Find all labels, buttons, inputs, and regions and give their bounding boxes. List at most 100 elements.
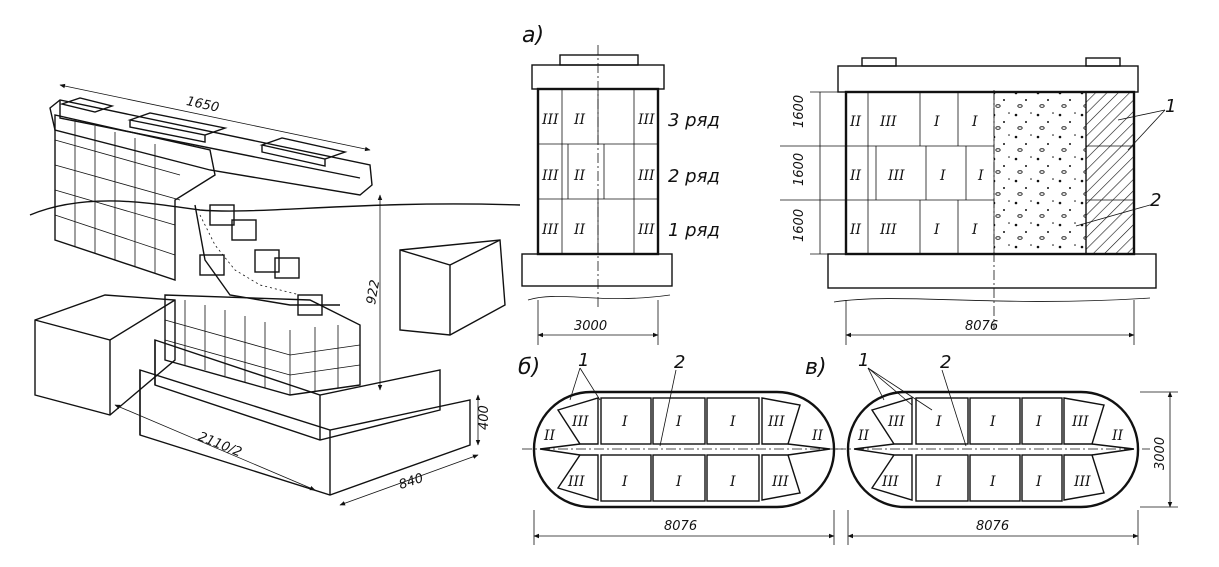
- plan-v-callout-2: 2: [940, 352, 951, 373]
- row-height-2: 1600: [792, 153, 807, 186]
- dim-line-1650: [59, 83, 371, 152]
- plan-v-cell: I: [935, 474, 942, 490]
- front-cell: II: [573, 112, 586, 128]
- side-cell: I: [933, 114, 940, 130]
- plan-b-cell: I: [621, 414, 628, 430]
- plan-b-outline: [532, 390, 836, 509]
- side-elevation: 1600 1600 1600 8076 II III I I II III I …: [780, 57, 1176, 345]
- front-cell: III: [637, 112, 655, 128]
- front-ground: [527, 294, 671, 301]
- plan-v-cell: I: [1035, 474, 1042, 490]
- right-abutment-edge: [399, 239, 501, 335]
- plan-v-end: II: [1111, 428, 1124, 444]
- plan-b-end: II: [811, 428, 824, 444]
- dim-1650: 1650: [185, 94, 220, 116]
- side-joints: [846, 92, 1134, 254]
- plan-v-cell: I: [989, 474, 996, 490]
- row-3-label: 3 ряд: [668, 110, 720, 131]
- row-2-label: 2 ряд: [668, 166, 720, 187]
- plan-v-leader: [941, 369, 967, 447]
- side-length-dim: 8076: [965, 319, 998, 334]
- plan-b-cell: I: [621, 474, 628, 490]
- plan-v-cell: III: [887, 414, 905, 430]
- front-cell: III: [541, 168, 559, 184]
- callout-2: 2: [1150, 190, 1161, 211]
- front-cell: III: [637, 222, 655, 238]
- plan-v-width: 3000: [1153, 437, 1168, 470]
- side-cell: I: [977, 168, 984, 184]
- pier-upper-joints: [54, 120, 181, 273]
- side-bearing-right: [1085, 57, 1121, 67]
- plan-v-cell: III: [1071, 414, 1089, 430]
- callout-1-leader: [1127, 109, 1166, 151]
- isometric-pier-view: 1650 922 2110/2 840 400: [29, 83, 521, 506]
- front-elevation: 3000 III II III III II III III II III 3 …: [521, 45, 720, 345]
- pier-lower-joints: [164, 300, 361, 395]
- concrete-infill: [199, 214, 301, 296]
- left-abutment-edge: [34, 299, 176, 341]
- ground-line: [29, 200, 521, 216]
- plan-b: III I I I III III I I I III II II 1 2 80…: [522, 350, 846, 545]
- side-cell: III: [879, 114, 897, 130]
- dim-922: 922: [364, 279, 383, 306]
- dim-400: 400: [477, 405, 492, 430]
- front-width-dim: 3000: [574, 319, 607, 334]
- plan-b-leader: [569, 367, 581, 401]
- plan-b-leader: [579, 367, 601, 401]
- plan-v-cell: III: [881, 474, 899, 490]
- left-abutment-block: [34, 294, 176, 416]
- plan-v-cell: I: [989, 414, 996, 430]
- plan-b-callout-2: 2: [674, 352, 685, 373]
- side-cell: I: [971, 222, 978, 238]
- row-height-1: 1600: [792, 209, 807, 242]
- pier-cut-line: [194, 204, 340, 306]
- foundation-upper-edge: [154, 340, 321, 440]
- plan-v-cell: III: [1073, 474, 1091, 490]
- plan-b-cell: III: [767, 414, 785, 430]
- panel-b-label: б): [518, 355, 540, 380]
- plan-b-cell: I: [675, 414, 682, 430]
- row-height-3: 1600: [792, 95, 807, 128]
- plan-v-length: 8076: [976, 519, 1009, 534]
- panel-v-label: в): [805, 355, 827, 380]
- front-cell: III: [541, 222, 559, 238]
- plan-b-length: 8076: [664, 519, 697, 534]
- hatched-section: [1085, 91, 1135, 255]
- plan-b-stones: [539, 397, 831, 502]
- plan-b-cell: I: [675, 474, 682, 490]
- side-foundation: [827, 253, 1157, 289]
- front-bearing: [559, 54, 639, 66]
- plan-v-end: II: [857, 428, 870, 444]
- side-cell: II: [849, 114, 862, 130]
- callout-1: 1: [1165, 96, 1176, 117]
- side-cell: I: [971, 114, 978, 130]
- side-cell: III: [887, 168, 905, 184]
- side-cell: II: [849, 222, 862, 238]
- front-cell: III: [637, 168, 655, 184]
- side-cell: III: [879, 222, 897, 238]
- front-cell: II: [573, 222, 586, 238]
- callout-1-leader: [1117, 109, 1166, 121]
- side-bearing-left: [861, 57, 897, 67]
- side-cell: I: [933, 222, 940, 238]
- plan-v-leader: [867, 367, 885, 401]
- plan-v-cell: I: [1035, 414, 1042, 430]
- plan-v-leader: [867, 367, 913, 406]
- right-abutment-block: [399, 239, 506, 336]
- plan-b-end: II: [543, 428, 556, 444]
- plan-b-leader: [659, 369, 677, 447]
- front-cell: III: [541, 112, 559, 128]
- plan-v-leader: [867, 367, 933, 411]
- plan-v: III I I I III III I I I III II II 1 2 80…: [836, 350, 1178, 545]
- callout-2-leader: [1075, 204, 1151, 227]
- side-cell: II: [849, 168, 862, 184]
- row-1-label: 1 ряд: [668, 220, 720, 241]
- plan-b-cell: III: [567, 474, 585, 490]
- plan-b-cell: I: [729, 474, 736, 490]
- dim-2110: 2110/2: [196, 429, 244, 460]
- stepped-masonry-blocks: [199, 204, 323, 316]
- concrete-core: [994, 92, 1086, 254]
- dim-line-840: [339, 454, 479, 506]
- plan-b-cell: III: [571, 414, 589, 430]
